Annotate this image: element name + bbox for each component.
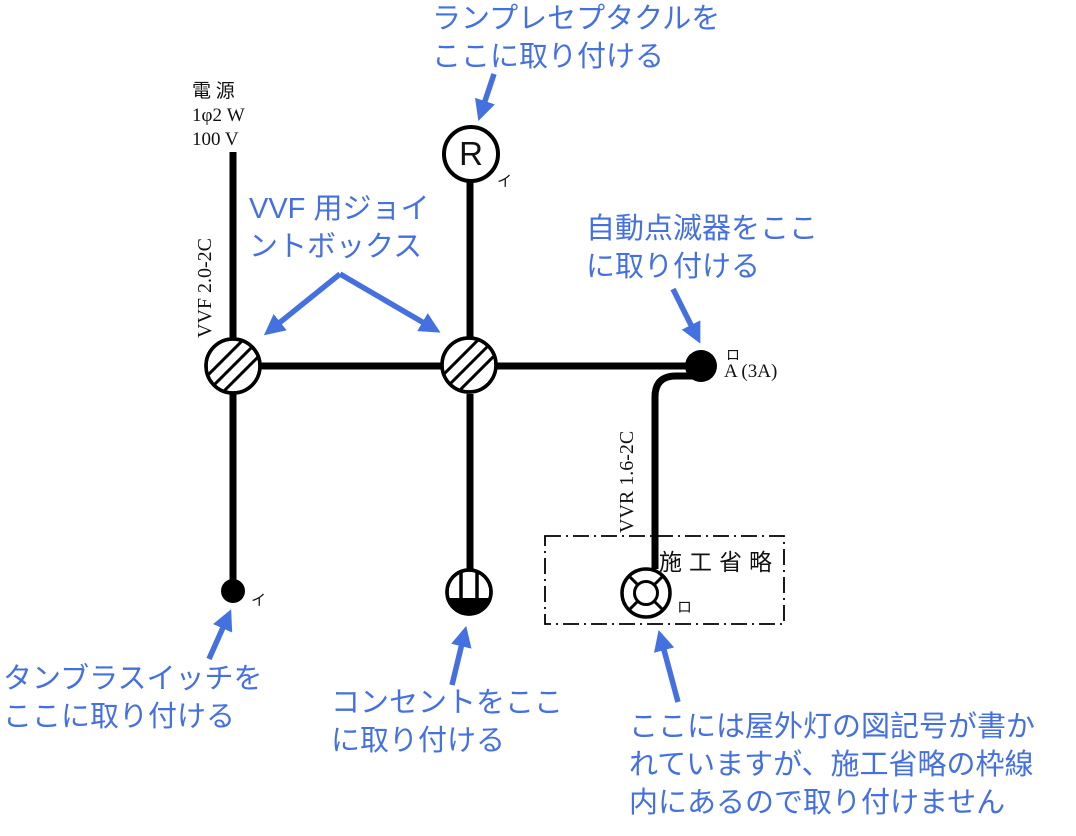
outlet-note-line1: コンセントをここ [331, 687, 564, 719]
vvr-cable-label: VVR 1.6-2C [616, 430, 638, 533]
outdoor-light-note-line3: 内にあるので取り付けません [629, 787, 1006, 819]
auto-switch-arrow [670, 287, 701, 344]
outlet-arrow [449, 625, 472, 686]
outdoor-light-note: ここには屋外灯の図記号が書か れていますが、施工省略の枠線 内にあるので取り付け… [629, 708, 1035, 822]
tumbler-note-line1: タンブラスイッチを [3, 663, 263, 695]
power-source-line1: 電 源 [192, 81, 235, 102]
lamp-receptacle-icon [442, 125, 500, 183]
tumbler-note: タンブラスイッチを ここに取り付ける [3, 660, 263, 736]
auto-switch-rating: A (3A) [724, 361, 778, 382]
lamp-receptacle-letter: R [459, 135, 483, 172]
joint-box-arrow-right [338, 271, 441, 333]
lamp-receptacle-circuit-mark: イ [497, 174, 513, 190]
outlet-note: コンセントをここ に取り付ける [331, 684, 563, 760]
lamp-note-line2: ここに取り付ける [432, 41, 665, 73]
omission-frame [544, 535, 785, 625]
power-source-line2: 1φ2 W [192, 105, 245, 126]
tumbler-note-line2: ここに取り付ける [3, 701, 236, 733]
outdoor-light-icon [620, 567, 672, 619]
outlet-icon [445, 568, 493, 616]
outdoor-light-note-line2: れていますが、施工省略の枠線 [629, 749, 1034, 781]
auto-switch-icon [685, 350, 717, 382]
omission-label: 施工省略 [659, 550, 779, 575]
outdoor-light-circuit-mark: ロ [677, 600, 693, 616]
lamp-arrow [475, 73, 497, 121]
auto-switch-note-line2: に取り付ける [586, 251, 761, 283]
outdoor-light-arrow [653, 629, 681, 703]
auto-switch-circuit-mark: ロ [726, 349, 740, 364]
switch-circuit-mark: イ [251, 593, 267, 609]
tumbler-switch-icon [221, 579, 245, 603]
joint-box-arrow-left [263, 271, 342, 336]
lamp-note-line1: ランプレセプタクルを [432, 3, 721, 35]
lamp-note: ランプレセプタクルを ここに取り付ける [432, 0, 720, 76]
auto-switch-note: 自動点滅器をここ に取り付ける [586, 210, 818, 286]
power-source-line3: 100 V [192, 129, 239, 150]
vvr-cable-line [651, 372, 697, 569]
joint-box-note-line1: VVF 用ジョイ [249, 193, 430, 225]
power-source-label: 電 源 1φ2 W 100 V [192, 80, 245, 152]
junction-box-right-icon [440, 336, 498, 394]
outdoor-light-note-line1: ここには屋外灯の図記号が書か [629, 711, 1036, 743]
auto-switch-note-line1: 自動点滅器をここ [586, 213, 819, 245]
annotation-arrows [206, 73, 701, 703]
joint-box-note-line2: ントボックス [249, 231, 423, 263]
joint-box-note: VVF 用ジョイ ントボックス [249, 190, 429, 266]
outlet-note-line2: に取り付ける [331, 725, 506, 757]
vvf-cable-label: VVF 2.0-2C [194, 237, 216, 338]
junction-box-left-icon [204, 337, 262, 395]
tumbler-arrow [206, 609, 233, 661]
